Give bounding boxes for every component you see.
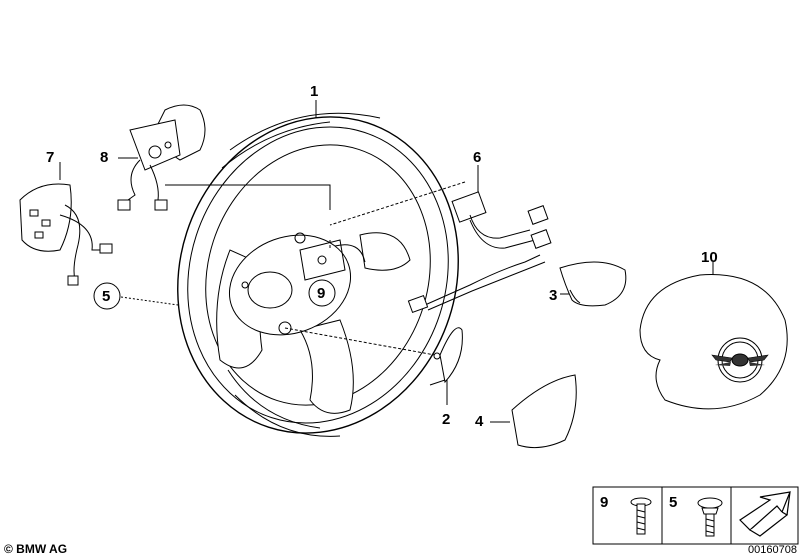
steering-wheel	[177, 112, 459, 437]
legend-screw-9-label: 9	[600, 494, 608, 511]
part-2-small-cover	[429, 327, 463, 386]
callout-7: 7	[46, 149, 54, 166]
legend-screw-5-label: 5	[669, 494, 677, 511]
part-8-switch-unit	[117, 104, 206, 211]
mini-wings-logo-icon	[711, 353, 769, 367]
callout-9-circle	[308, 279, 336, 307]
copyright-text: © BMW AG	[4, 542, 67, 556]
callout-2: 2	[442, 411, 450, 428]
part-7-switch-harness	[19, 183, 113, 286]
part-4-trim-cover	[511, 374, 577, 449]
callout-6: 6	[473, 149, 481, 166]
callout-labels: 1 2 3 4 5 6 7 8 9 10	[46, 83, 718, 430]
screw-9-icon	[630, 497, 652, 535]
callout-10: 10	[701, 249, 718, 266]
part-3-cover-cap	[559, 261, 627, 307]
leader-lines	[59, 100, 714, 423]
callout-5: 5	[102, 288, 110, 305]
screw-5-icon	[697, 497, 723, 537]
callout-5-circle	[93, 282, 121, 310]
callout-1: 1	[310, 83, 318, 100]
callout-3: 3	[549, 287, 557, 304]
callout-9: 9	[317, 285, 325, 302]
callout-8: 8	[100, 149, 108, 166]
part-10-airbag-module	[639, 274, 788, 410]
arrow-icon	[739, 491, 791, 537]
drawing-number: 00160708	[748, 544, 797, 556]
callout-4: 4	[475, 413, 484, 430]
fastener-legend: 9 5	[592, 486, 799, 545]
part-6-wiring-harness	[407, 191, 552, 314]
